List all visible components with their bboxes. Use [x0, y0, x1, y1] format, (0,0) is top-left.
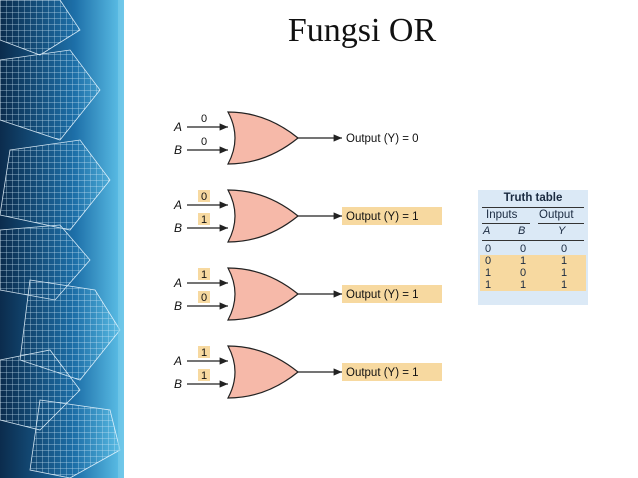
input-a-label: A — [173, 198, 182, 212]
input-b-highlight — [198, 291, 210, 303]
decorative-building-art — [0, 0, 124, 478]
output-highlight — [342, 207, 442, 225]
input-a-highlight — [198, 190, 210, 202]
input-a-value: 0 — [201, 191, 207, 203]
output-highlight — [342, 363, 442, 381]
or-gate-symbol — [226, 189, 299, 243]
output-label: Output (Y) = 1 — [346, 211, 419, 223]
divider — [482, 240, 584, 241]
output-label: Output (Y) = 0 — [346, 133, 419, 145]
input-a-label: A — [173, 354, 182, 368]
truth-table-cell: 1 — [561, 267, 568, 279]
input-b-value: 1 — [201, 214, 207, 226]
input-a-value: 1 — [201, 269, 207, 281]
slide-title: Fungsi OR — [287, 12, 437, 49]
truth-table-row: 0 1 1 — [480, 255, 586, 267]
input-b-value: 0 — [201, 292, 207, 304]
divider — [482, 207, 584, 208]
input-b-value: 0 — [201, 136, 207, 148]
truth-table-cell: 0 — [485, 255, 492, 267]
input-a-value: 1 — [201, 347, 207, 359]
input-b-highlight — [198, 369, 210, 381]
output-highlight — [342, 285, 442, 303]
input-a-highlight — [198, 346, 210, 358]
input-b-label: B — [174, 221, 182, 235]
or-gate-symbol — [226, 111, 299, 165]
or-gate-symbol — [226, 267, 299, 321]
output-label: Output (Y) = 1 — [346, 289, 419, 301]
output-group-label: Output — [539, 209, 574, 221]
truth-table-cell: 0 — [520, 243, 527, 255]
truth-table-row: 0 0 0 — [480, 243, 586, 255]
divider — [482, 223, 530, 224]
truth-table-cell: 0 — [485, 243, 492, 255]
truth-table-cell: 0 — [561, 243, 568, 255]
input-b-label: B — [174, 377, 182, 391]
truth-table-cell: 1 — [520, 279, 527, 291]
col-y-header: Y — [558, 225, 566, 237]
input-a-label: A — [173, 120, 182, 134]
truth-table-row: 1 1 1 — [480, 279, 586, 291]
truth-table-row: 1 0 1 — [480, 267, 586, 279]
truth-table-cell: 1 — [485, 267, 492, 279]
or-gate-symbol — [226, 345, 299, 399]
input-a-highlight — [198, 268, 210, 280]
divider — [538, 223, 584, 224]
input-a-label: A — [173, 276, 182, 290]
truth-table-cell: 0 — [520, 267, 527, 279]
truth-table-cell: 1 — [520, 255, 527, 267]
input-b-label: B — [174, 299, 182, 313]
truth-table-cell: 1 — [561, 255, 568, 267]
col-a-header: A — [483, 225, 491, 237]
input-b-value: 1 — [201, 370, 207, 382]
output-label: Output (Y) = 1 — [346, 367, 419, 379]
truth-table-title: Truth table — [503, 192, 563, 204]
inputs-group-label: Inputs — [486, 209, 518, 221]
truth-table-cell: 1 — [561, 279, 568, 291]
input-a-value: 0 — [201, 113, 207, 125]
col-b-header: B — [518, 225, 526, 237]
truth-table-cell: 1 — [485, 279, 492, 291]
input-b-highlight — [198, 213, 210, 225]
input-b-label: B — [174, 143, 182, 157]
